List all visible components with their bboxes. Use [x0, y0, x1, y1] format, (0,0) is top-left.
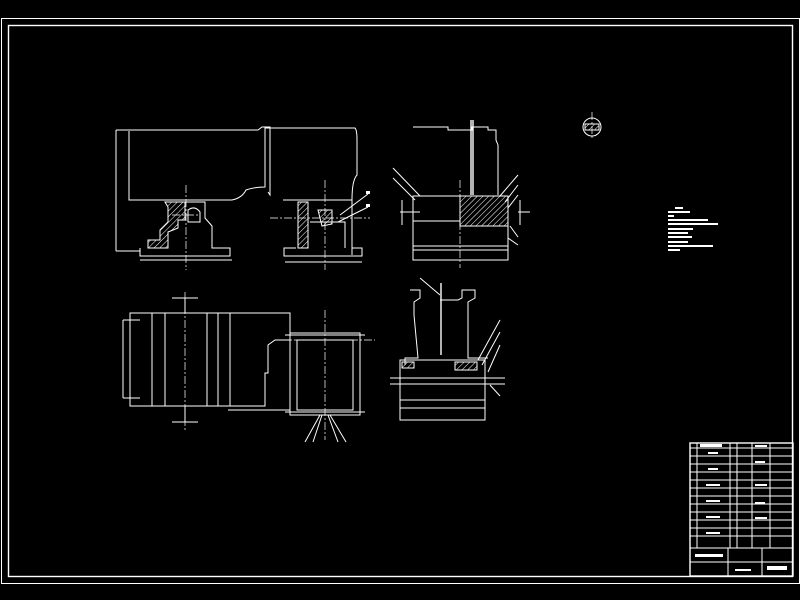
- plan-view: [122, 292, 375, 443]
- lower-section-view: [390, 277, 505, 421]
- title-block: [689, 442, 794, 577]
- front-view: [115, 126, 370, 270]
- side-view: [392, 120, 530, 268]
- technical-notes: [668, 207, 718, 251]
- outer-frame: [1, 18, 800, 584]
- section-symbol: [582, 112, 602, 140]
- inner-frame: [7, 24, 794, 578]
